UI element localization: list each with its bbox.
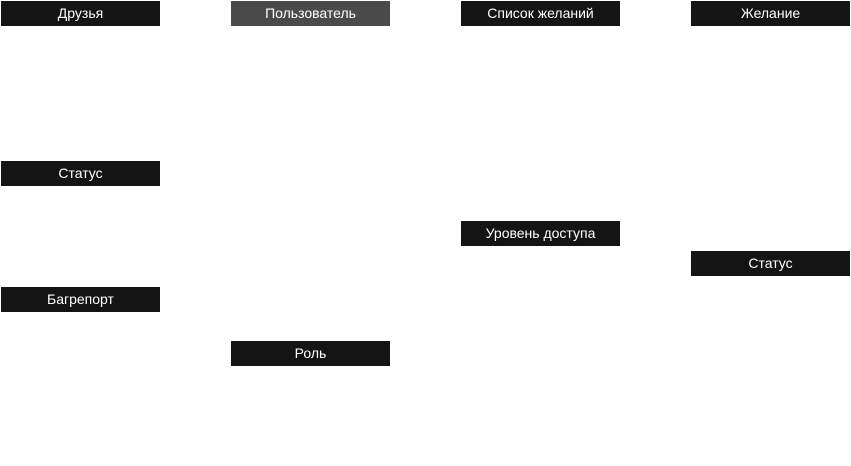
entity-status-header[interactable]: Статус: [1, 161, 160, 186]
entity-bugreport-header[interactable]: Багрепорт: [1, 287, 160, 312]
entity-access-level-header[interactable]: Уровень доступа: [461, 221, 620, 246]
entity-wish-status-header[interactable]: Статус: [691, 251, 850, 276]
entity-user-header[interactable]: Пользователь: [231, 1, 390, 26]
entity-friends-header[interactable]: Друзья: [1, 1, 160, 26]
entity-role-header[interactable]: Роль: [231, 341, 390, 366]
entity-wish-header[interactable]: Желание: [691, 1, 850, 26]
entity-wishlist-header[interactable]: Список желаний: [461, 1, 620, 26]
